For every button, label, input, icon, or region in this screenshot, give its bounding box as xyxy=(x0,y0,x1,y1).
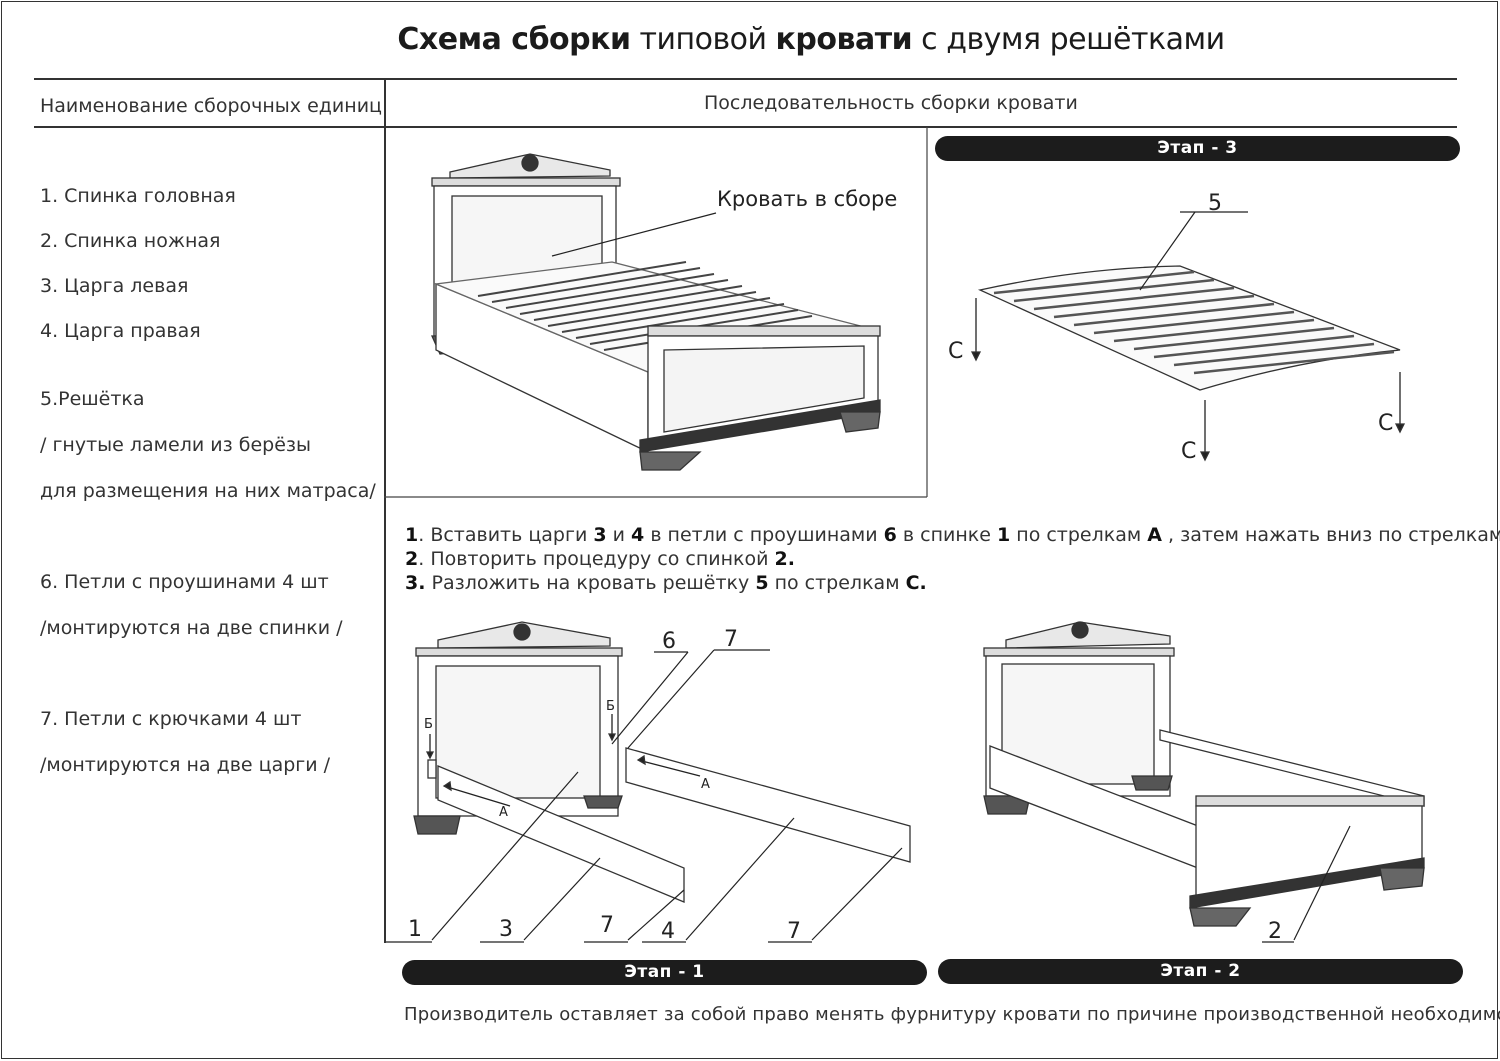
step-1-ref-6: 6 xyxy=(883,524,897,546)
stage3-bar: Этап - 3 xyxy=(935,136,1460,161)
manufacturer-disclaimer: Производитель оставляет за собой право м… xyxy=(404,1004,1500,1025)
part-5-label: 5.Решётка xyxy=(40,388,145,410)
stage1-callout-4: 4 xyxy=(661,919,675,944)
part-4-label: 4. Царга правая xyxy=(40,320,201,342)
step-1-ref-1: 1 xyxy=(997,524,1011,546)
title-part-3: кровати xyxy=(775,22,913,57)
step-2-number: 2 xyxy=(405,548,419,570)
stage2-bar: Этап - 2 xyxy=(938,959,1463,984)
stage2-callout-2: 2 xyxy=(1268,919,1282,944)
part-5-note-2: для размещения на них матраса/ xyxy=(40,480,376,502)
assembled-bed-illustration xyxy=(430,153,881,471)
part-item-slats: 5.Решётка / гнутые ламели из берёзы для … xyxy=(40,365,380,526)
step-1-text-a: . Вставить царги xyxy=(418,524,594,546)
left-column-header: Наименование сборочных единиц xyxy=(40,95,382,117)
part-2-label: 2. Спинка ножная xyxy=(40,230,221,252)
step-1-ref-3: 3 xyxy=(593,524,607,546)
part-6-note: /монтируются на две спинки / xyxy=(40,617,343,639)
step-3-ref-5: 5 xyxy=(755,572,769,594)
stage1-callout-3: 3 xyxy=(499,917,513,942)
step-3-number: 3. xyxy=(405,572,426,594)
header-bottom-rule xyxy=(34,126,1457,128)
part-item-eye-hinges: 6. Петли с проушинами 4 шт /монтируются … xyxy=(40,548,380,663)
step-1-ref-a: А xyxy=(1147,524,1162,546)
part-item-left-rail: 3. Царга левая xyxy=(40,275,380,298)
step-2-text-a: . Повторить процедуру со спинкой xyxy=(418,548,775,570)
part-item-footboard: 2. Спинка ножная xyxy=(40,230,380,253)
part-7-note: /монтируются на две царги / xyxy=(40,754,331,776)
instruction-step-1: 1. Вставить царги 3 и 4 в петли с проуши… xyxy=(405,523,1500,547)
stage1-arrow-b-right: Б xyxy=(606,699,615,714)
stage1-arrow-a-right: А xyxy=(701,777,710,792)
step-1-ref-4: 4 xyxy=(631,524,645,546)
assembly-instructions: 1. Вставить царги 3 и 4 в петли с проуши… xyxy=(405,523,1500,595)
column-divider xyxy=(384,78,386,943)
stage3-arrow-c-right: C xyxy=(1378,411,1393,436)
stage1-callout-6: 6 xyxy=(662,629,676,654)
stage1-callout-7c: 7 xyxy=(724,627,738,652)
title-part-1: Схема сборки xyxy=(397,22,631,57)
step-3-text-c: по стрелкам xyxy=(768,572,906,594)
header-top-rule xyxy=(34,78,1457,80)
stage3-arrow-c-left: C xyxy=(948,339,963,364)
stage3-callout-5: 5 xyxy=(1208,191,1222,216)
step-1-number: 1 xyxy=(405,524,419,546)
step-1-text-g: в спинке xyxy=(896,524,997,546)
title-part-2: типовой xyxy=(630,22,776,57)
stage3-slats-illustration xyxy=(970,211,1406,462)
assembled-panel xyxy=(384,127,928,498)
step-1-text-e: в петли с проушинами xyxy=(644,524,884,546)
part-item-headboard: 1. Спинка головная xyxy=(40,185,380,208)
stage1-arrow-a-left: А xyxy=(499,805,508,820)
stage1-callout-1: 1 xyxy=(408,917,422,942)
part-7-label: 7. Петли с крючками 4 шт xyxy=(40,708,302,730)
instruction-step-2: 2. Повторить процедуру со спинкой 2. xyxy=(405,547,1485,571)
stage1-illustration xyxy=(386,621,911,943)
part-1-label: 1. Спинка головная xyxy=(40,185,236,207)
step-3-ref-c: С. xyxy=(905,572,927,594)
parts-list: 1. Спинка головная 2. Спинка ножная 3. Ц… xyxy=(40,185,380,822)
right-column-header: Последовательность сборки кровати xyxy=(704,92,1078,114)
stage3-arrow-c-bottom: C xyxy=(1181,439,1196,464)
part-item-right-rail: 4. Царга правая xyxy=(40,320,380,343)
stage1-arrow-b-left: Б xyxy=(424,717,433,732)
assembled-bed-label: Кровать в сборе xyxy=(717,187,897,211)
step-1-text-c: и xyxy=(606,524,632,546)
part-6-label: 6. Петли с проушинами 4 шт xyxy=(40,571,329,593)
stage1-callout-7a: 7 xyxy=(600,913,614,938)
title-part-4: с двумя решётками xyxy=(912,22,1225,57)
part-3-label: 3. Царга левая xyxy=(40,275,189,297)
stage1-bar: Этап - 1 xyxy=(402,960,927,985)
step-1-text-i: по стрелкам xyxy=(1010,524,1148,546)
part-item-hook-hinges: 7. Петли с крючками 4 шт /монтируются на… xyxy=(40,685,380,800)
step-3-text-a: Разложить на кровать решётку xyxy=(425,572,756,594)
stage1-callout-7b: 7 xyxy=(787,919,801,944)
stage2-illustration xyxy=(983,621,1425,943)
step-2-ref-2: 2. xyxy=(774,548,795,570)
part-5-note-1: / гнутые ламели из берёзы xyxy=(40,434,311,456)
step-1-text-k: , затем нажать вниз по стрелкам xyxy=(1161,524,1500,546)
page-title: Схема сборки типовой кровати с двумя реш… xyxy=(0,22,1500,57)
instruction-step-3: 3. Разложить на кровать решётку 5 по стр… xyxy=(405,571,1485,595)
